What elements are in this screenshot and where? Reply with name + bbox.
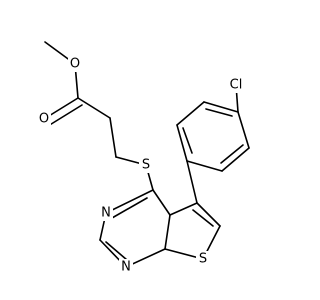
atom-o-carbonyl-label: O xyxy=(39,112,49,127)
bond-c7a-c4a xyxy=(164,214,171,250)
bond-c5-c4a xyxy=(169,202,198,216)
bond-c4a-c4 xyxy=(152,189,171,216)
bond-layer xyxy=(43,41,250,268)
atom-n3-label: N xyxy=(101,206,111,221)
bond-c-ch2-a xyxy=(77,97,111,119)
atom-n1-label: N xyxy=(121,260,131,275)
atom-cl-label: Cl xyxy=(230,78,243,93)
bond-c6-c5-double xyxy=(192,209,214,227)
bond-ar1-ar2-double xyxy=(182,127,193,154)
atom-s-thiophene-label: S xyxy=(199,252,207,267)
bond-c-o-double-b xyxy=(47,104,83,127)
bond-ar4-ar5 xyxy=(237,111,250,149)
bond-ar2-ar3 xyxy=(176,101,205,126)
atom-s-thioether-label: S xyxy=(142,158,150,173)
atom-s-thiophene: S xyxy=(196,251,210,267)
bond-ar1-ar2 xyxy=(176,124,188,162)
bond-c2-n1-double xyxy=(105,241,128,261)
bond-c4-n3-double xyxy=(111,197,148,219)
atom-o-methoxy-label: O xyxy=(70,57,80,72)
atom-o-methoxy: O xyxy=(68,56,82,72)
atom-cl: Cl xyxy=(225,77,247,93)
atom-s-thioether: S xyxy=(139,157,153,173)
bond-ar6-ar1 xyxy=(186,160,223,172)
bond-ar3-ar4-double xyxy=(205,108,233,117)
molecule-diagram: O O S Cl N N S xyxy=(37,41,250,275)
atom-n1: N xyxy=(119,259,133,275)
bond-ar5-ar6 xyxy=(221,147,250,172)
bond-ar5-ar6-double xyxy=(220,144,244,164)
atom-o-carbonyl: O xyxy=(37,111,51,127)
bond-c4-n3 xyxy=(105,189,154,214)
atom-label-layer: O O S Cl N N S xyxy=(37,56,247,275)
bond-c6-c5 xyxy=(196,202,221,227)
bond-c5-ar1 xyxy=(186,160,198,204)
bond-ar3-ar4 xyxy=(203,101,239,113)
bond-ch2-ch2 xyxy=(109,117,117,158)
atom-n3: N xyxy=(99,205,113,221)
